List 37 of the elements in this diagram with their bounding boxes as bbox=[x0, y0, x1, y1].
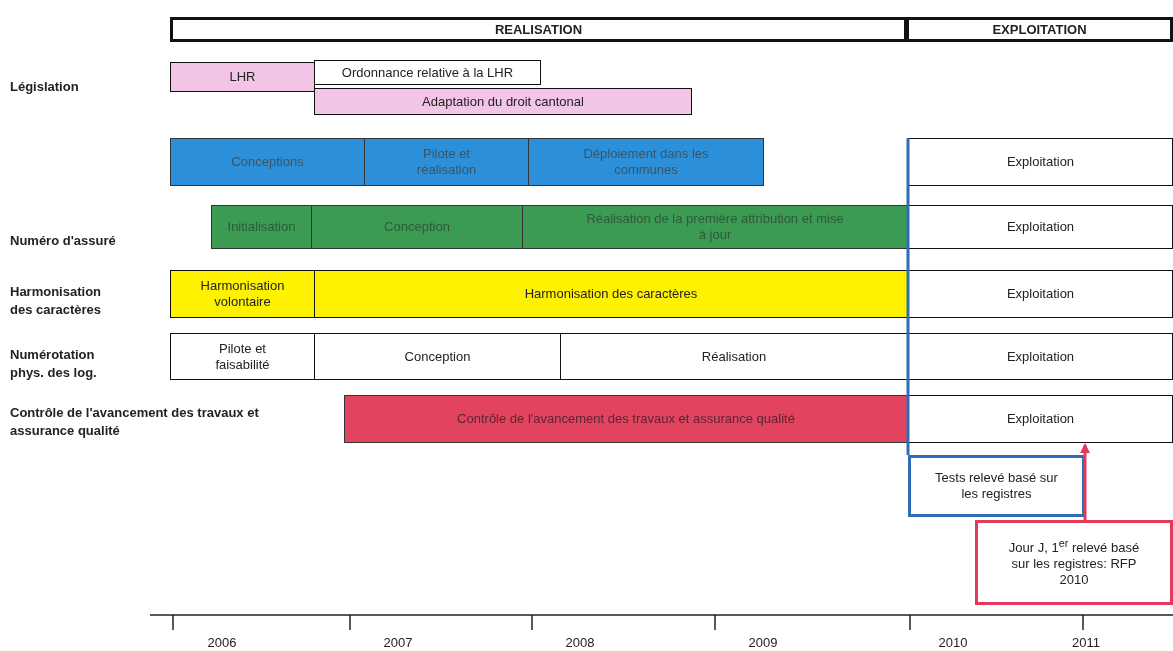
task-bar: Conception bbox=[311, 205, 523, 249]
year-label: 2007 bbox=[382, 635, 414, 650]
task-bar: Conceptions bbox=[170, 138, 365, 186]
task-bar: Pilote et réalisation bbox=[364, 138, 529, 186]
phase-header: REALISATION bbox=[170, 17, 907, 42]
row-label: Législation bbox=[10, 78, 80, 96]
task-bar: Exploitation bbox=[908, 205, 1173, 249]
row-label: Numéro d'assuré bbox=[10, 232, 117, 250]
task-bar: Conception bbox=[314, 333, 561, 380]
year-label: 2011 bbox=[1071, 635, 1101, 650]
year-label: 2009 bbox=[747, 635, 779, 650]
arrow bbox=[1080, 443, 1090, 520]
task-bar: Harmonisation des caractères bbox=[314, 270, 908, 318]
task-bar: Adaptation du droit cantonal bbox=[314, 88, 692, 115]
task-bar: Harmonisation volontaire bbox=[170, 270, 315, 318]
task-bar: Réalisation bbox=[560, 333, 908, 380]
year-label: 2010 bbox=[937, 635, 969, 650]
year-label: 2006 bbox=[206, 635, 238, 650]
task-bar: Exploitation bbox=[908, 138, 1173, 186]
task-bar: Contrôle de l'avancement des travaux et assurance qualité bbox=[344, 395, 908, 443]
task-bar: Réalisation de la première attribution et mise à jour bbox=[522, 205, 908, 249]
row-label: Contrôle de l'avancement des travaux et assurance qualité bbox=[10, 404, 260, 440]
row-label: Harmonisation des caractères bbox=[10, 283, 103, 319]
year-label: 2008 bbox=[564, 635, 596, 650]
task-bar: Pilote et faisabilité bbox=[170, 333, 315, 380]
task-bar: Exploitation bbox=[908, 270, 1173, 318]
task-bar: Exploitation bbox=[908, 333, 1173, 380]
row-label: Numérotation phys. des log. bbox=[10, 346, 98, 382]
task-bar: Déploiement dans les communes bbox=[528, 138, 764, 186]
task-bar: LHR bbox=[170, 62, 315, 92]
phase-header: EXPLOITATION bbox=[906, 17, 1173, 42]
milestone-line bbox=[906, 138, 910, 455]
milestone-box: Tests relevé basé sur les registres bbox=[908, 455, 1085, 517]
milestone-box: Jour J, 1$^{er}$ relevé basé sur les registres: RFP 2010 bbox=[975, 520, 1173, 605]
task-bar: Ordonnance relative à la LHR bbox=[314, 60, 541, 85]
task-bar: Initialisation bbox=[211, 205, 312, 249]
task-bar: Exploitation bbox=[908, 395, 1173, 443]
